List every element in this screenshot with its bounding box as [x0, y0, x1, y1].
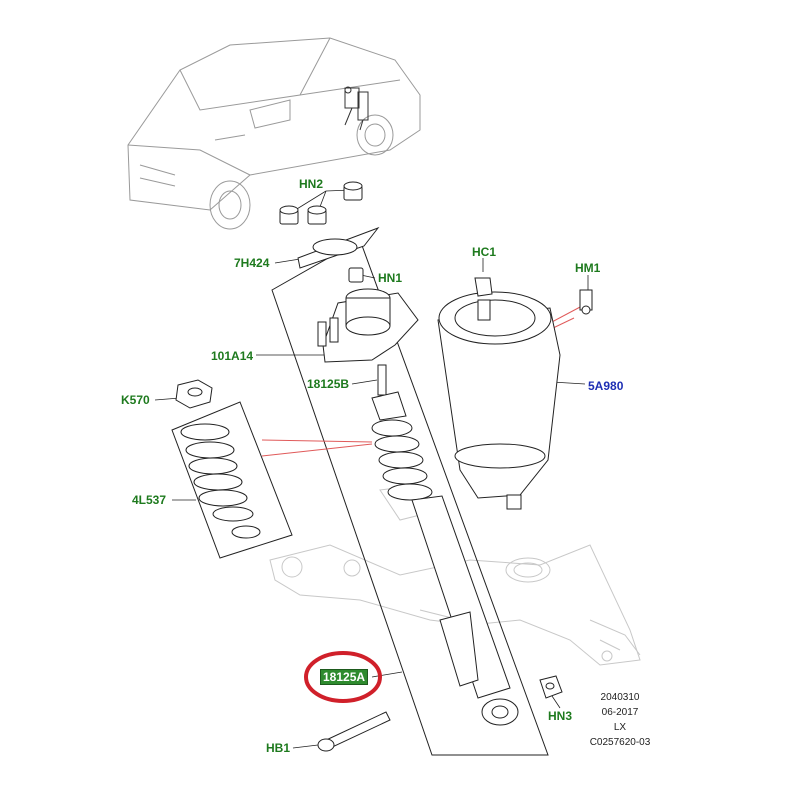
damper-rod [371, 364, 407, 421]
callout-4l537: 4L537 [132, 493, 167, 507]
callout-101a14: 101A14 [211, 349, 254, 363]
mounting-gasket [297, 226, 380, 269]
callout-hc1: HC1 [472, 245, 497, 259]
lower-fasteners [317, 675, 563, 752]
callout-k570: K570 [121, 393, 150, 407]
callout-18125a: 18125A [320, 669, 369, 685]
reference-line-3: LX [613, 722, 627, 733]
callout-hn1: HN1 [378, 271, 403, 285]
callout-hn3: HN3 [548, 709, 573, 723]
callout-5a980: 5A980 [588, 379, 624, 393]
reference-line-2: 06-2017 [601, 707, 639, 718]
vehicle-strut-inset [344, 86, 369, 131]
top-nuts [279, 181, 363, 225]
reference-line-4: C0257620-03 [589, 737, 651, 748]
callout-hn2: HN2 [299, 177, 324, 191]
callout-hm1: HM1 [575, 261, 601, 275]
callout-hb1: HB1 [266, 741, 291, 755]
callout-7h424: 7H424 [234, 256, 270, 270]
damper-body [371, 419, 519, 726]
clip-and-fitting [474, 277, 593, 315]
strut-nut [175, 379, 213, 409]
callout-18125b: 18125B [307, 377, 350, 391]
highlight-ring [304, 651, 382, 703]
top-mount [317, 267, 419, 363]
air-spring [437, 291, 561, 510]
dust-boot [180, 423, 261, 539]
drawing-reference: 2040310 06-2017 LX C0257620-03 [580, 690, 660, 750]
reference-line-1: 2040310 [600, 692, 640, 703]
vehicle-illustration [127, 37, 421, 230]
